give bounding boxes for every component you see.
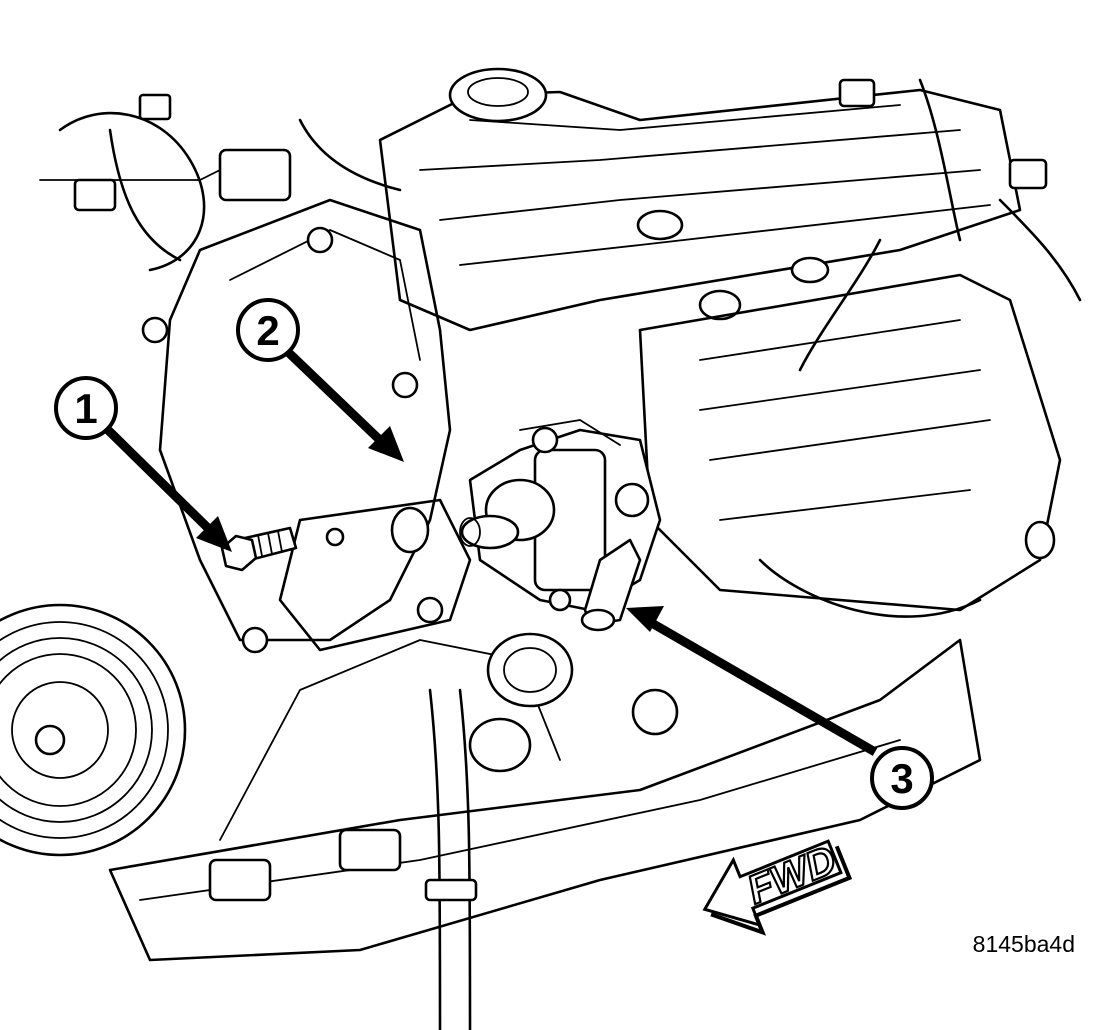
callout-3-label: 3 xyxy=(890,755,913,802)
arrow-1-shaft xyxy=(104,426,216,536)
callout-1: 1 xyxy=(54,376,118,440)
callout-2: 2 xyxy=(236,298,300,362)
engine-line-art xyxy=(0,67,1082,1030)
arrow-2-shaft xyxy=(284,348,389,449)
arrow-2-head xyxy=(368,426,404,462)
callout-arrows xyxy=(104,348,878,756)
figure-id: 8145ba4d xyxy=(973,931,1075,957)
arrow-3-shaft xyxy=(647,618,878,756)
callout-2-label: 2 xyxy=(256,307,279,354)
bolt xyxy=(220,526,298,572)
power-steering-pump xyxy=(459,419,662,632)
callout-1-label: 1 xyxy=(74,385,97,432)
arrow-1-head xyxy=(196,516,232,552)
callout-3: 3 xyxy=(870,746,934,810)
fwd-arrow: FWD xyxy=(702,837,853,936)
arrow-3-head xyxy=(626,606,664,632)
